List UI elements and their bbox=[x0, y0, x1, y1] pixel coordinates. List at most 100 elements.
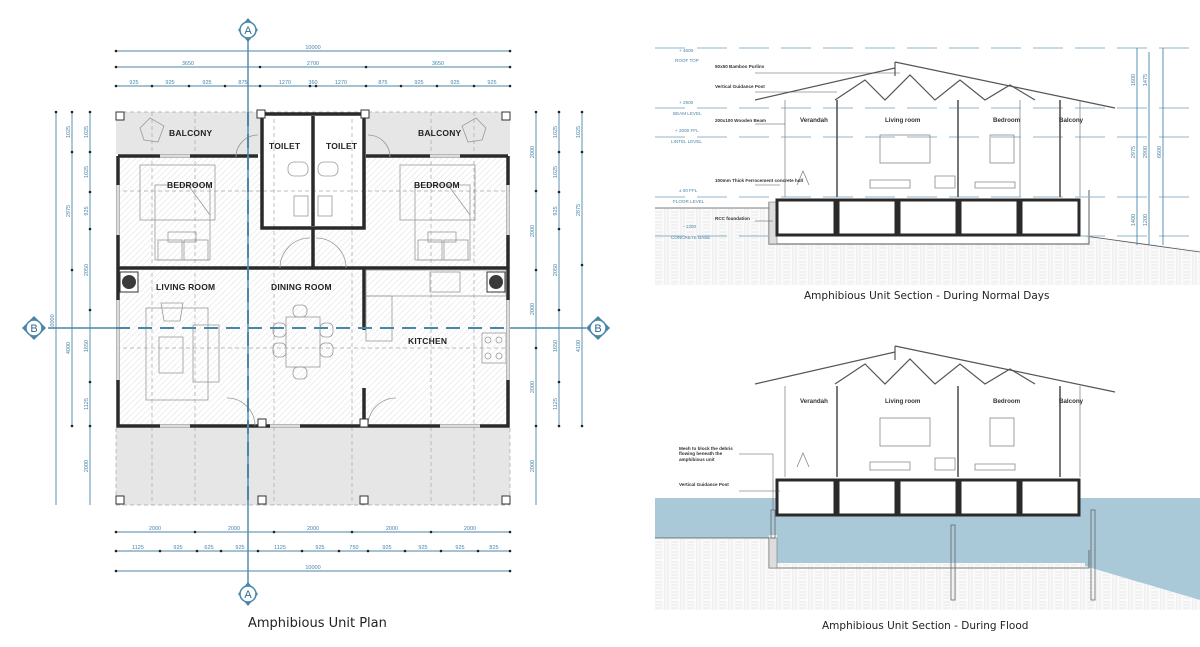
dim-label: 925 bbox=[455, 545, 464, 551]
level-label: FLOOR LEVEL bbox=[673, 199, 705, 204]
dim-label: 925 bbox=[129, 80, 138, 86]
room-label-bedroom-right: BEDROOM bbox=[414, 180, 460, 190]
section-right-dims: 1600 2975 1400 1475 2900 1200 6600 bbox=[1131, 48, 1164, 245]
room-label-bedroom-left: BEDROOM bbox=[167, 180, 213, 190]
room-label-dining: DINING ROOM bbox=[271, 282, 332, 292]
dim-label: 875 bbox=[238, 80, 247, 86]
level-value: + 2000 FFL bbox=[675, 128, 699, 133]
room-label-toilet-right: TOILET bbox=[326, 141, 358, 151]
dim-label: 1025 bbox=[66, 126, 72, 138]
section-room-label: Verandah bbox=[800, 398, 828, 405]
dim-label: 2000 bbox=[530, 225, 536, 237]
dim-label: 1025 bbox=[553, 126, 559, 138]
left-dimension-lines: 10000 1025 2975 4000 1025 1025 925 2050 … bbox=[50, 110, 92, 505]
note-guidance-post: Vertical Guidance Post bbox=[679, 482, 729, 487]
dim-label: 2975 bbox=[66, 205, 72, 217]
dim-label: 1125 bbox=[132, 545, 144, 551]
dim-label: 3650 bbox=[182, 61, 194, 67]
note-mesh: Mesh to block the debris flowing beneath… bbox=[679, 446, 733, 462]
dim-bottom-overall: 10000 bbox=[305, 565, 320, 571]
note-foundation: RCC foundation bbox=[715, 216, 750, 221]
level-label: CONCRETE BASE bbox=[671, 235, 710, 240]
dim-label: 2000 bbox=[464, 526, 476, 532]
dim-label: 1025 bbox=[576, 126, 582, 138]
dim-label: 2000 bbox=[307, 526, 319, 532]
room-label-balcony-left: BALCONY bbox=[169, 128, 213, 138]
dim-label: 2000 bbox=[84, 460, 90, 472]
dim-label: 4000 bbox=[66, 342, 72, 354]
note-purlins: 50x50 Bamboo Purlins bbox=[715, 64, 765, 69]
floor-plan: 10000 3650 2700 3650 925 925 925 875 127… bbox=[22, 18, 610, 606]
level-value: - 1200 bbox=[683, 224, 696, 229]
section-room-label: Balcony bbox=[1059, 398, 1084, 405]
room-label-living: LIVING ROOM bbox=[156, 282, 215, 292]
dim-label: 625 bbox=[204, 545, 213, 551]
dim-label: 2900 bbox=[1143, 146, 1149, 158]
grid-marker-label: A bbox=[244, 25, 252, 37]
dim-label: 925 bbox=[418, 545, 427, 551]
section-normal-days: + 4600 ROOF TOP + 2900 BEAM LEVEL + 2000… bbox=[655, 47, 1200, 285]
dim-label: 2700 bbox=[307, 61, 319, 67]
dim-label: 2050 bbox=[553, 264, 559, 276]
dim-label: 925 bbox=[382, 545, 391, 551]
dim-label: 4100 bbox=[576, 340, 582, 352]
dim-label: 750 bbox=[349, 545, 358, 551]
dim-label: 2875 bbox=[576, 204, 582, 216]
dim-label: 1125 bbox=[553, 398, 559, 410]
dim-label: 1475 bbox=[1143, 74, 1149, 86]
dim-label: 6600 bbox=[1157, 146, 1163, 158]
level-label: BEAM LEVEL bbox=[673, 111, 702, 116]
note-hull: 100mm Thick Ferrocement concrete hull bbox=[715, 178, 803, 183]
dim-label: 925 bbox=[450, 80, 459, 86]
grid-marker-b-right: B bbox=[586, 316, 610, 340]
section-flood-title: Amphibious Unit Section - During Flood bbox=[822, 620, 1029, 632]
dim-label: 360 bbox=[308, 80, 317, 86]
dim-label: 925 bbox=[487, 80, 496, 86]
dim-label: 2975 bbox=[1131, 146, 1137, 158]
dim-label: 825 bbox=[489, 545, 498, 551]
dim-label: 1025 bbox=[553, 166, 559, 178]
dim-label: 1650 bbox=[84, 340, 90, 352]
dim-label: 1025 bbox=[84, 126, 90, 138]
section-room-label: Bedroom bbox=[993, 117, 1021, 124]
dim-label: 925 bbox=[202, 80, 211, 86]
grid-marker-a-bottom: A bbox=[238, 582, 258, 606]
dim-label: 2000 bbox=[228, 526, 240, 532]
plan-title: Amphibious Unit Plan bbox=[248, 616, 387, 631]
dim-label: 1600 bbox=[1131, 74, 1137, 86]
dim-label: 925 bbox=[553, 206, 559, 215]
room-label-kitchen: KITCHEN bbox=[408, 336, 447, 346]
dim-label: 2000 bbox=[149, 526, 161, 532]
note-wooden-beam: 200x100 Wooden Beam bbox=[715, 118, 766, 123]
dim-label: 1025 bbox=[84, 166, 90, 178]
dim-label: 2000 bbox=[530, 146, 536, 158]
section-room-label: Bedroom bbox=[993, 398, 1021, 405]
dim-label: 2000 bbox=[530, 381, 536, 393]
room-label-toilet-left: TOILET bbox=[269, 141, 301, 151]
level-label: ROOF TOP bbox=[675, 58, 699, 63]
level-value: + 4600 bbox=[679, 48, 694, 53]
grid-marker-label: B bbox=[30, 323, 37, 335]
section-during-flood: Verandah Living room Bedroom Balcony Mes… bbox=[655, 345, 1200, 610]
dim-label: 1125 bbox=[274, 545, 286, 551]
dim-label: 1270 bbox=[279, 80, 291, 86]
dim-label: 925 bbox=[315, 545, 324, 551]
section-room-label: Balcony bbox=[1059, 117, 1084, 124]
section-room-label: Verandah bbox=[800, 117, 828, 124]
dim-label: 2000 bbox=[386, 526, 398, 532]
dim-label: 2000 bbox=[530, 303, 536, 315]
dim-label: 925 bbox=[414, 80, 423, 86]
section-normal-title: Amphibious Unit Section - During Normal … bbox=[804, 290, 1050, 302]
section-room-label: Living room bbox=[885, 398, 921, 405]
dim-label: 3650 bbox=[432, 61, 444, 67]
dim-label: 2000 bbox=[530, 460, 536, 472]
grid-marker-label: A bbox=[244, 589, 252, 601]
bottom-dimension-lines: 2000 2000 2000 2000 2000 1125 925 625 92… bbox=[114, 526, 512, 573]
grid-marker-label: B bbox=[594, 323, 601, 335]
note-guidance-post: Vertical Guidance Post bbox=[715, 84, 765, 89]
dim-label: 10000 bbox=[50, 314, 56, 329]
building-plan: BALCONY TOILET TOILET BALCONY BEDROOM BE… bbox=[115, 109, 511, 506]
top-dimension-lines: 10000 3650 2700 3650 925 925 925 875 127… bbox=[114, 45, 512, 88]
level-value: ± 00 FFL bbox=[679, 188, 698, 193]
dim-label: 1200 bbox=[1143, 214, 1149, 226]
